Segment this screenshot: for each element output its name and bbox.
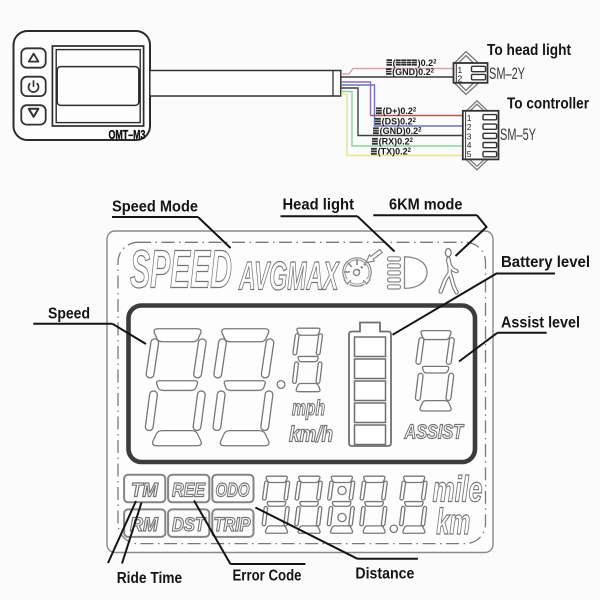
svg-text:RM: RM bbox=[130, 515, 159, 536]
svg-text:mile: mile bbox=[433, 469, 483, 510]
svg-text:(D+)0.22: (D+)0.22 bbox=[383, 106, 417, 116]
svg-text:1: 1 bbox=[467, 113, 472, 123]
svg-text:Speed Mode: Speed Mode bbox=[112, 199, 198, 216]
svg-text:OMT–M3: OMT–M3 bbox=[109, 127, 146, 142]
svg-text:(TX)0.22: (TX)0.22 bbox=[378, 147, 412, 157]
svg-text:(GND)0.22: (GND)0.22 bbox=[380, 126, 423, 136]
svg-text:mph: mph bbox=[292, 397, 325, 420]
svg-text:SM–5Y: SM–5Y bbox=[500, 126, 536, 144]
svg-text:Error Code: Error Code bbox=[233, 568, 302, 585]
svg-text:Ride Time: Ride Time bbox=[117, 570, 183, 587]
svg-text:2: 2 bbox=[467, 122, 472, 132]
svg-text:DST: DST bbox=[172, 515, 206, 536]
svg-text:km/h: km/h bbox=[289, 422, 333, 447]
svg-text:AVGMAX: AVGMAX bbox=[238, 255, 339, 299]
svg-text:2: 2 bbox=[458, 74, 463, 84]
svg-text:Assist level: Assist level bbox=[501, 315, 580, 332]
svg-text:6KM mode: 6KM mode bbox=[389, 197, 463, 214]
svg-text:3: 3 bbox=[467, 131, 472, 141]
svg-text:(DS)0.22: (DS)0.22 bbox=[382, 117, 417, 127]
svg-text:To controller: To controller bbox=[507, 96, 589, 113]
svg-text:4: 4 bbox=[467, 140, 472, 150]
svg-text:Battery level: Battery level bbox=[501, 254, 590, 271]
svg-text:(GND)0.22: (GND)0.22 bbox=[392, 67, 435, 77]
svg-text:(: ( bbox=[393, 58, 396, 68]
svg-text:ASSIST: ASSIST bbox=[404, 422, 465, 444]
svg-text:Head light: Head light bbox=[283, 197, 355, 214]
svg-text:Speed: Speed bbox=[48, 306, 90, 323]
svg-text:5: 5 bbox=[467, 149, 472, 159]
svg-text:To head light: To head light bbox=[487, 42, 571, 59]
svg-text:REE: REE bbox=[172, 481, 206, 502]
svg-text:SM–2Y: SM–2Y bbox=[489, 65, 525, 83]
svg-text:SPEED: SPEED bbox=[130, 240, 232, 300]
svg-text:TM: TM bbox=[131, 481, 159, 502]
svg-text:TRIP: TRIP bbox=[214, 515, 251, 536]
svg-text:Distance: Distance bbox=[355, 566, 414, 583]
svg-text:)0.22: )0.22 bbox=[418, 58, 438, 68]
svg-text:km: km bbox=[436, 501, 470, 542]
svg-text:ODO: ODO bbox=[216, 481, 250, 502]
svg-text:1: 1 bbox=[458, 65, 463, 75]
svg-text:(RX)0.22: (RX)0.22 bbox=[379, 137, 414, 147]
